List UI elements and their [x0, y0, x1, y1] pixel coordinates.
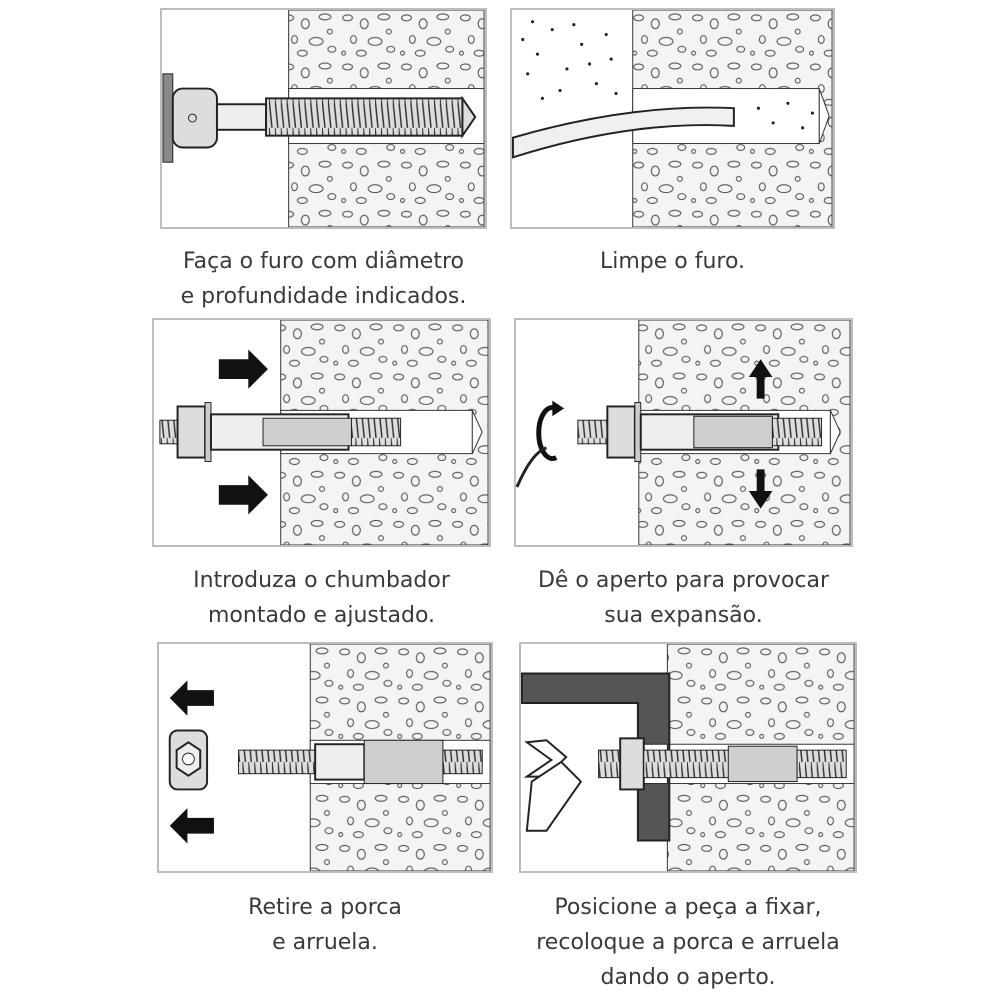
caption-line: dando o aperto. — [600, 965, 776, 990]
caption-line: e arruela. — [272, 930, 378, 955]
step-2-illustration — [510, 8, 835, 229]
step-6-illustration — [519, 642, 857, 873]
caption-line: Posicione a peça a fixar, — [554, 895, 822, 920]
caption-line: Limpe o furo. — [599, 249, 746, 274]
step-4-caption: Dê o aperto para provocar sua expansão. — [494, 563, 873, 633]
caption-line: recoloque a porca e arruela — [536, 930, 840, 955]
caption-line: sua expansão. — [604, 603, 763, 628]
caption-line: Retire a porca — [248, 895, 402, 920]
caption-line: montado e ajustado. — [207, 603, 436, 628]
step-5-caption: Retire a porca e arruela. — [157, 890, 493, 960]
step-2-caption: Limpe o furo. — [510, 244, 835, 279]
caption-line: Introduza o chumbador — [193, 568, 450, 593]
step-4-illustration — [514, 318, 853, 547]
step-1-caption: Faça o furo com diâmetro e profundidade … — [140, 244, 507, 314]
step-3-illustration — [152, 318, 491, 547]
step-1-illustration — [160, 8, 487, 229]
caption-line: e profundidade indicados. — [180, 284, 467, 309]
caption-line: Dê o aperto para provocar — [537, 568, 830, 593]
step-6-caption: Posicione a peça a fixar, recoloque a po… — [489, 890, 887, 995]
step-3-caption: Introduza o chumbador montado e ajustado… — [130, 563, 513, 633]
caption-line: Faça o furo com diâmetro — [183, 249, 464, 274]
step-5-illustration — [157, 642, 493, 873]
